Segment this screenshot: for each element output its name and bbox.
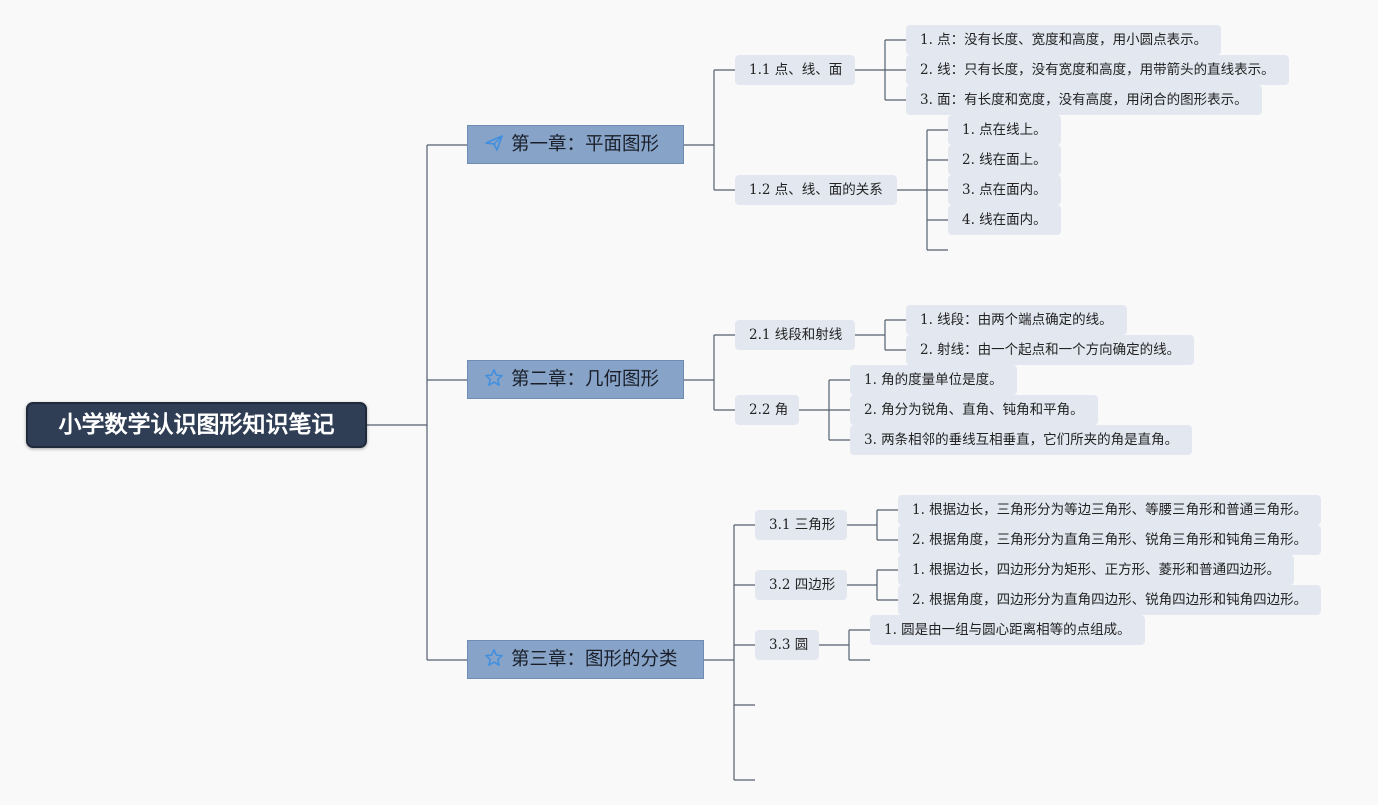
chapter-2-node[interactable]: 第二章：几何图形 xyxy=(467,360,684,399)
leaf-2-2-2[interactable]: 2. 角分为锐角、直角、钝角和平角。 xyxy=(850,395,1098,425)
leaf-1-1-3[interactable]: 3. 面：有长度和宽度，没有高度，用闭合的图形表示。 xyxy=(906,85,1262,115)
topic-2-1[interactable]: 2.1 线段和射线 xyxy=(735,320,855,350)
leaf-1-2-2[interactable]: 2. 线在面上。 xyxy=(948,145,1061,175)
chapter-2-title: 第二章：几何图形 xyxy=(511,369,660,390)
star-icon xyxy=(484,644,504,666)
leaf-3-1-1[interactable]: 1. 根据边长，三角形分为等边三角形、等腰三角形和普通三角形。 xyxy=(898,495,1322,525)
leaf-1-2-1[interactable]: 1. 点在线上。 xyxy=(948,115,1061,145)
leaf-3-2-2[interactable]: 2. 根据角度，四边形分为直角四边形、锐角四边形和钝角四边形。 xyxy=(898,585,1322,615)
leaf-3-1-2[interactable]: 2. 根据角度，三角形分为直角三角形、锐角三角形和钝角三角形。 xyxy=(898,525,1322,555)
topic-3-3[interactable]: 3.3 圆 xyxy=(755,630,819,660)
star-icon xyxy=(484,364,504,386)
chapter-3-title: 第三章：图形的分类 xyxy=(511,649,678,670)
leaf-2-1-1[interactable]: 1. 线段：由两个端点确定的线。 xyxy=(906,305,1127,335)
leaf-1-2-4[interactable]: 4. 线在面内。 xyxy=(948,205,1061,235)
topic-2-2[interactable]: 2.2 角 xyxy=(735,395,799,425)
topic-3-1[interactable]: 3.1 三角形 xyxy=(755,510,847,540)
chapter-1-node[interactable]: 第一章：平面图形 xyxy=(467,125,684,164)
leaf-2-2-1[interactable]: 1. 角的度量单位是度。 xyxy=(850,365,1017,395)
topic-3-2[interactable]: 3.2 四边形 xyxy=(755,570,847,600)
leaf-1-2-3[interactable]: 3. 点在面内。 xyxy=(948,175,1061,205)
topic-1-2[interactable]: 1.2 点、线、面的关系 xyxy=(735,175,897,205)
leaf-1-1-2[interactable]: 2. 线：只有长度，没有宽度和高度，用带箭头的直线表示。 xyxy=(906,55,1289,85)
leaf-3-2-1[interactable]: 1. 根据边长，四边形分为矩形、正方形、菱形和普通四边形。 xyxy=(898,555,1295,585)
leaf-1-1-1[interactable]: 1. 点：没有长度、宽度和高度，用小圆点表示。 xyxy=(906,25,1222,55)
chapter-1-title: 第一章：平面图形 xyxy=(511,134,660,155)
paper-plane-icon xyxy=(484,129,504,151)
leaf-3-3-1[interactable]: 1. 圆是由一组与圆心距离相等的点组成。 xyxy=(870,615,1145,645)
chapter-3-node[interactable]: 第三章：图形的分类 xyxy=(467,640,704,679)
topic-1-1[interactable]: 1.1 点、线、面 xyxy=(735,55,855,85)
leaf-2-2-3[interactable]: 3. 两条相邻的垂线互相垂直，它们所夹的角是直角。 xyxy=(850,425,1193,455)
root-topic[interactable]: 小学数学认识图形知识笔记 xyxy=(26,402,367,448)
leaf-2-1-2[interactable]: 2. 射线：由一个起点和一个方向确定的线。 xyxy=(906,335,1195,365)
